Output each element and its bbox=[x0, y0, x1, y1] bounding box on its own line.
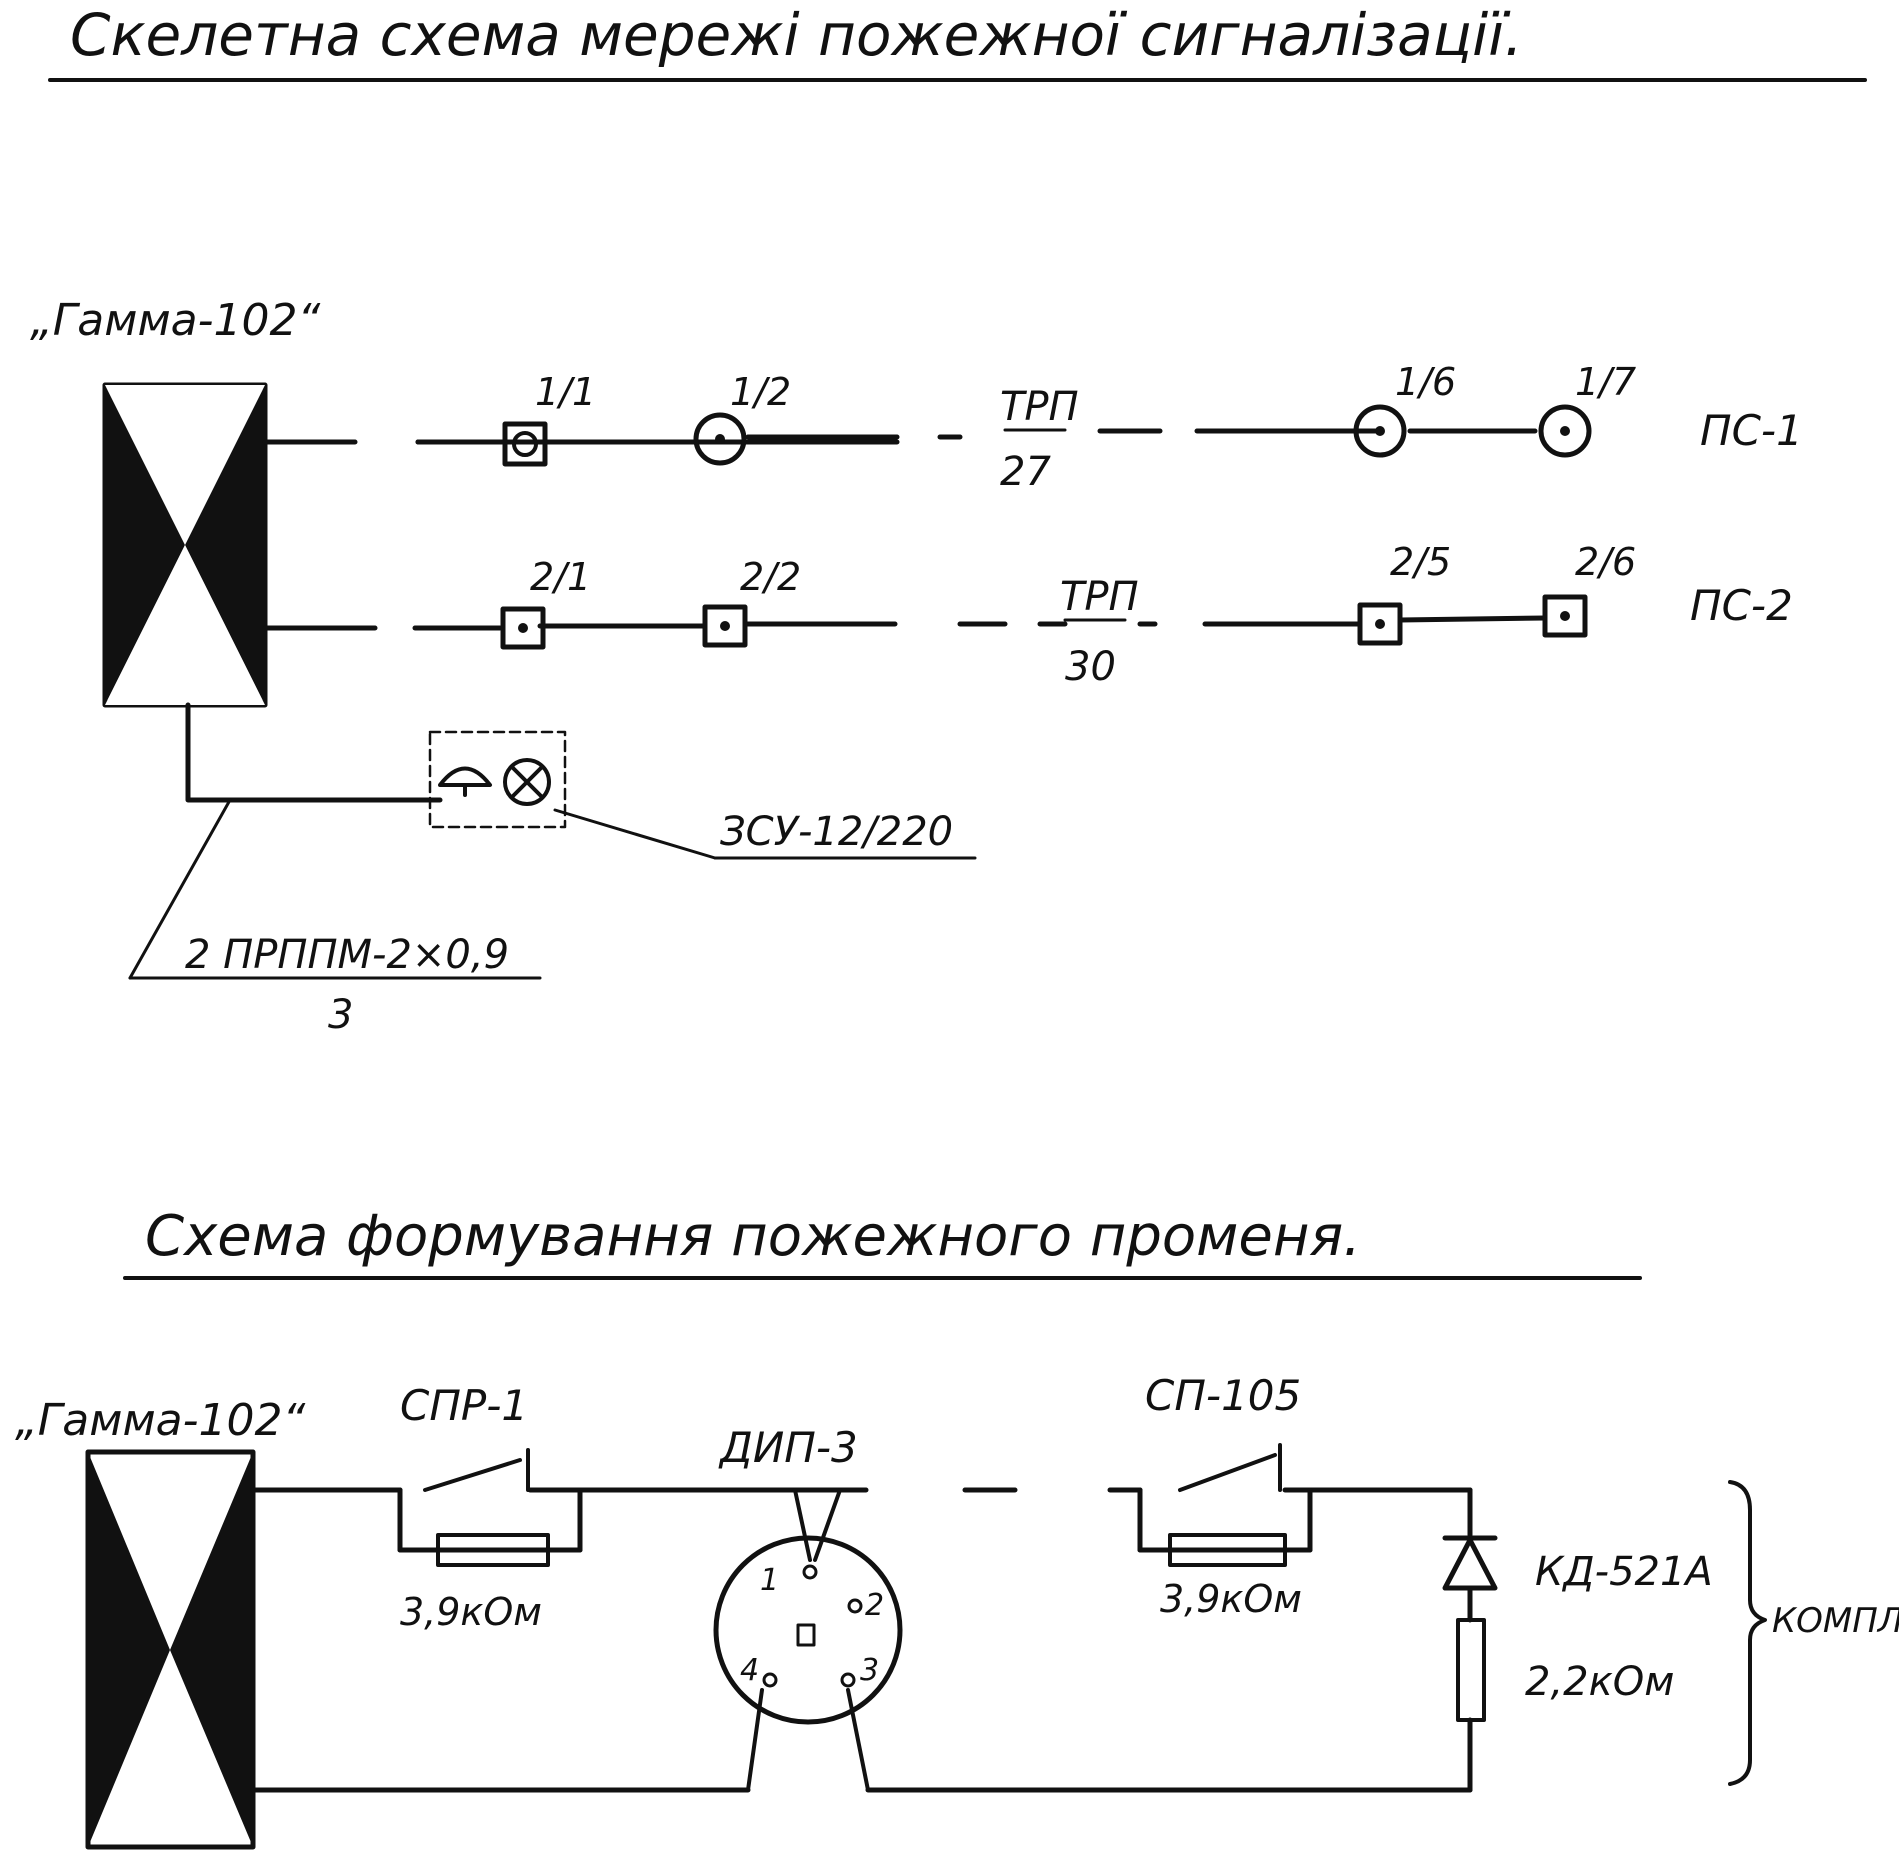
heat-detector-label: СП-105 bbox=[1145, 1371, 1301, 1420]
detector-label-2-5: 2/5 bbox=[1390, 540, 1451, 584]
kit-bracket bbox=[1728, 1480, 1767, 1786]
detector-2-5-heat bbox=[1357, 602, 1403, 646]
loop-ps2-wiring bbox=[262, 615, 1548, 631]
detector-label-1-6: 1/6 bbox=[1395, 360, 1456, 404]
section2-panel-label: „Гамма-102“ bbox=[15, 1395, 305, 1446]
end-resistor-label: 2,2кОм bbox=[1525, 1659, 1674, 1705]
siren-wiring bbox=[185, 702, 443, 803]
manual-call-point-switch-1 bbox=[423, 1448, 550, 1567]
socket-pin-1: 1 bbox=[760, 1563, 779, 1598]
detector-label-1-2: 1/2 bbox=[730, 370, 791, 414]
smoke-detector-label: ДИП-3 bbox=[718, 1423, 858, 1472]
beam-wiring bbox=[250, 1487, 1473, 1793]
detector-2-1-heat bbox=[500, 606, 546, 650]
section2-title: Схема формування пожежного променя. bbox=[145, 1204, 1361, 1269]
resistor-1-label: 3,9кОм bbox=[400, 1590, 542, 1634]
detector-socket bbox=[713, 1535, 903, 1725]
loop-name-ps1: ПС-1 bbox=[1700, 406, 1803, 455]
cable-label-loop2-top: ТРП bbox=[1060, 574, 1139, 620]
section1-panel-label: „Гамма-102“ bbox=[30, 295, 320, 346]
detector-2-6-heat bbox=[1542, 594, 1588, 638]
detector-1-2-smoke bbox=[693, 412, 747, 466]
cable-label-loop1-bottom: 27 bbox=[1000, 449, 1051, 495]
cable-callout-sub: 3 bbox=[328, 992, 353, 1038]
cable-label-loop2-bottom: 30 bbox=[1065, 644, 1116, 690]
resistor-2-label: 3,9кОм bbox=[1160, 1577, 1302, 1621]
siren-light-unit bbox=[428, 730, 567, 829]
section1-title: Скелетна схема мережі пожежної сигналіза… bbox=[70, 1, 1523, 69]
socket-pin-4: 4 bbox=[740, 1653, 759, 1688]
detector-1-7-smoke bbox=[1538, 404, 1592, 458]
detector-label-1-7: 1/7 bbox=[1575, 360, 1636, 404]
heat-detector-switch bbox=[1168, 1443, 1287, 1567]
control-panel-gamma-102 bbox=[102, 382, 268, 708]
diode-label: КД-521А bbox=[1535, 1549, 1713, 1595]
detector-2-2-heat bbox=[702, 604, 748, 648]
detector-label-2-1: 2/1 bbox=[530, 555, 591, 599]
cable-label-loop1-top: ТРП bbox=[1000, 384, 1079, 430]
detector-label-2-2: 2/2 bbox=[740, 555, 801, 599]
diode-kd521a bbox=[1442, 1535, 1498, 1591]
manual-call-point-label: СПР-1 bbox=[400, 1381, 528, 1430]
socket-pin-3: 3 bbox=[860, 1653, 879, 1688]
kit-bracket-label: КОМПЛ. bbox=[1772, 1601, 1899, 1641]
detector-label-2-6: 2/6 bbox=[1575, 540, 1636, 584]
end-of-line-resistor bbox=[1456, 1618, 1486, 1722]
control-panel-gamma-102-s2 bbox=[85, 1449, 256, 1850]
siren-label: ЗСУ-12/220 bbox=[720, 809, 953, 855]
loop-name-ps2: ПС-2 bbox=[1690, 581, 1793, 630]
detector-label-1-1: 1/1 bbox=[535, 370, 596, 414]
detector-1-6-smoke bbox=[1353, 404, 1407, 458]
socket-pin-2: 2 bbox=[865, 1588, 884, 1623]
loop-ps1-wiring bbox=[262, 428, 1538, 445]
detector-1-1-manual bbox=[502, 421, 548, 467]
cable-callout-label: 2 ПРППМ-2×0,9 bbox=[185, 932, 509, 978]
